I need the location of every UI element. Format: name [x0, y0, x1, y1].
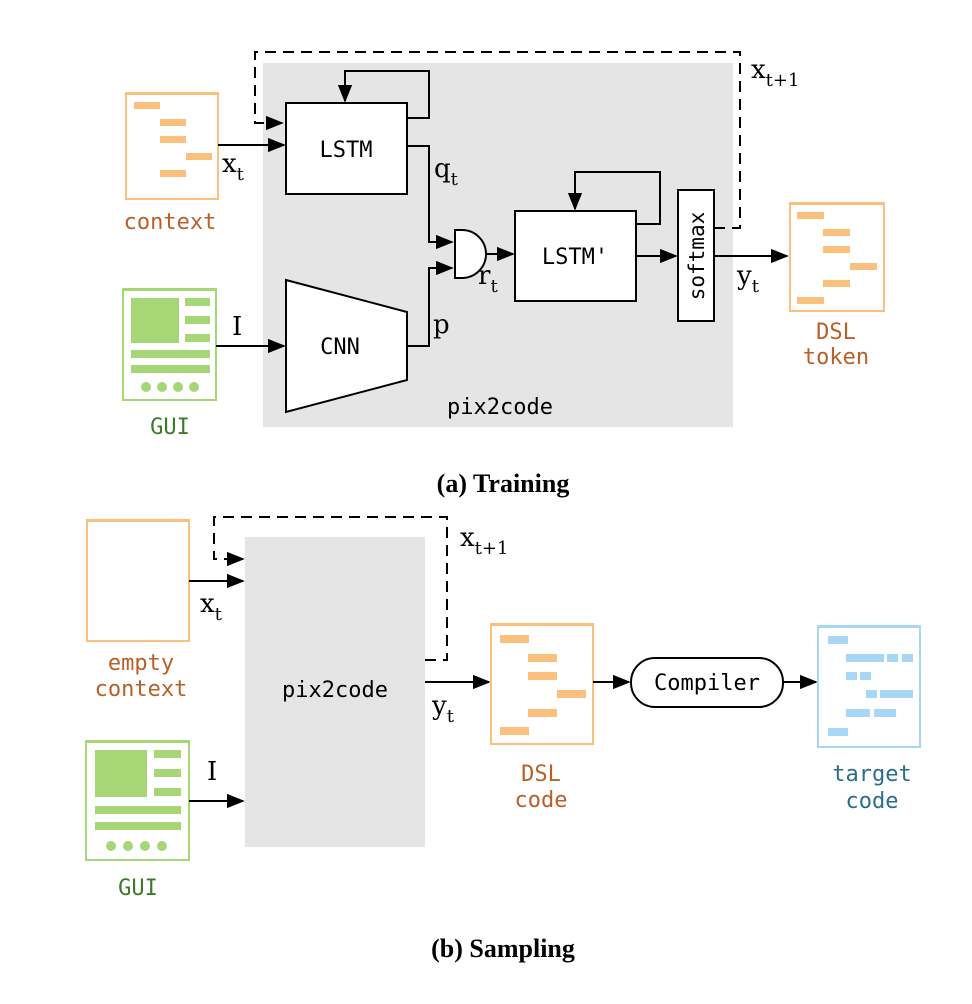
sampling-gui-icon — [85, 740, 190, 861]
empty-context-label-1: empty — [108, 651, 174, 676]
dsl-token-label-2: token — [803, 345, 869, 370]
lstm2-box — [514, 210, 637, 302]
sampling-xt-label: xt — [200, 589, 223, 625]
training-xnext-label: xt+1 — [751, 55, 799, 91]
dsl-token-label-1: DSL — [816, 320, 856, 345]
softmax-box — [677, 189, 715, 322]
sampling-feedback-dashed — [213, 516, 448, 661]
training-context-doc — [125, 92, 219, 200]
training-yt-label: yt — [736, 261, 760, 297]
sampling-pix2code-block — [245, 537, 425, 847]
qt-label: qt — [434, 154, 459, 190]
cnn-label: CNN — [320, 335, 360, 360]
dsl-token-doc — [789, 202, 885, 312]
p-label: p — [433, 310, 450, 340]
lstm2-recurrent-loop — [567, 171, 661, 225]
sampling-yt-label: yt — [431, 691, 455, 727]
lstm-box — [285, 102, 408, 195]
sampling-panel: pix2code xt+1 empty context xt — [85, 516, 921, 901]
empty-context-label-2: context — [95, 677, 188, 702]
target-code-label-1: target — [832, 762, 911, 787]
training-pix2code-label: pix2code — [447, 395, 553, 420]
rt-label: rt — [478, 261, 498, 297]
training-xt-label: xt — [222, 149, 245, 185]
training-gui-label: GUI — [150, 415, 190, 440]
training-caption: (a) Training — [437, 469, 570, 498]
lstm-label: LSTM — [320, 138, 373, 163]
qt-arrow — [407, 145, 454, 250]
dsl-code-doc — [490, 623, 594, 745]
target-code-doc — [817, 625, 921, 748]
p-arrow — [407, 260, 454, 347]
training-context-label: context — [124, 210, 217, 235]
sampling-xnext-label: xt+1 — [460, 523, 508, 559]
sampling-gui-label: GUI — [118, 876, 158, 901]
dsl-code-label-1: DSL — [521, 762, 561, 787]
training-I-label: I — [232, 312, 242, 342]
training-feedback-dashed — [254, 51, 741, 229]
concat-node — [454, 229, 487, 279]
target-code-label-2: code — [846, 789, 899, 814]
sampling-caption: (b) Sampling — [431, 934, 575, 963]
training-panel: pix2code context — [122, 51, 885, 440]
empty-context-doc — [86, 519, 190, 642]
softmax-label: softmax — [685, 212, 709, 301]
lstm-recurrent-loop — [337, 70, 430, 119]
cnn-block — [285, 278, 408, 414]
compiler-label: Compiler — [654, 671, 760, 696]
training-gui-icon — [122, 288, 217, 401]
lstm2-label: LSTM' — [542, 245, 608, 270]
sampling-I-label: I — [207, 757, 217, 787]
dsl-code-label-2: code — [515, 788, 568, 813]
sampling-pix2code-label: pix2code — [282, 678, 388, 703]
